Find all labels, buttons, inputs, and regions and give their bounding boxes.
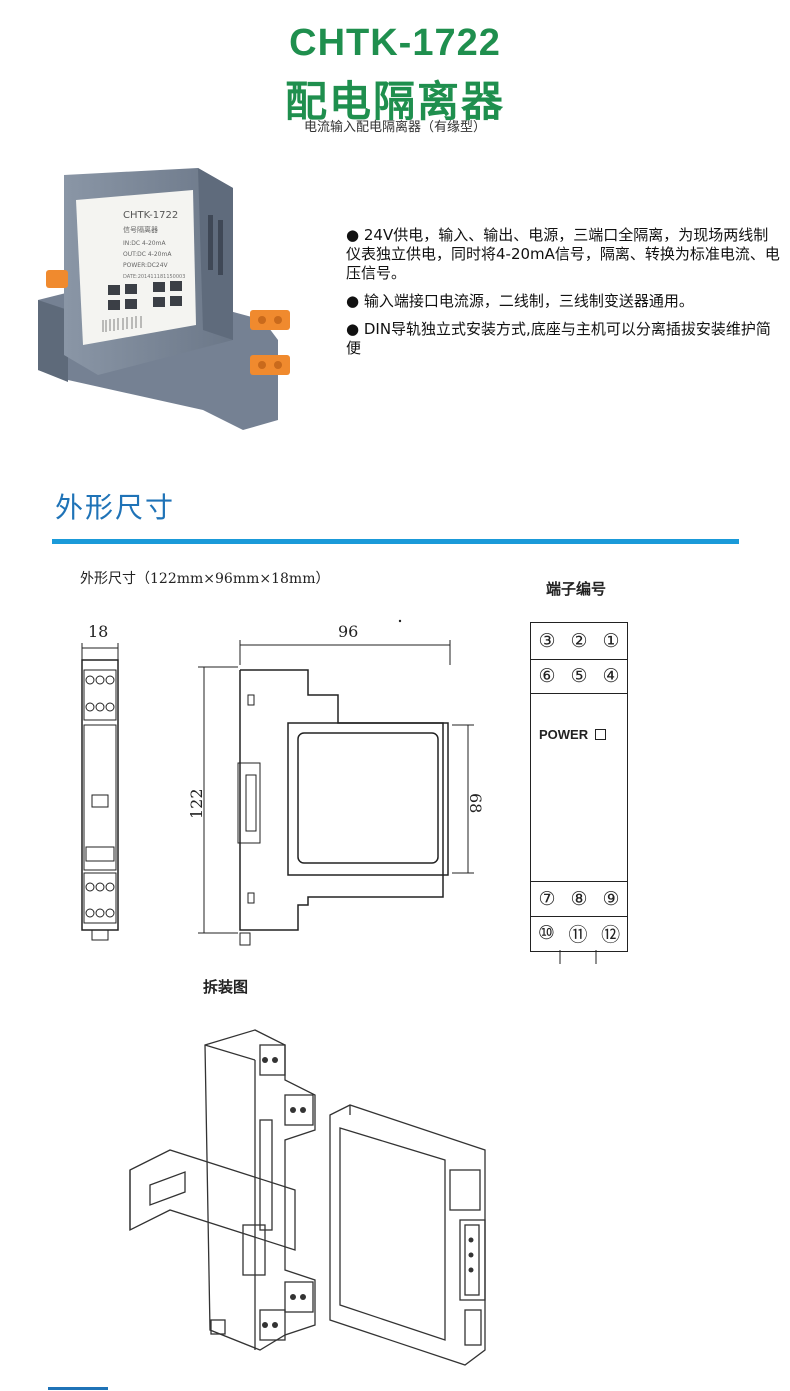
label-line2-text: IN:DC 4-20mA [123, 240, 166, 247]
front-view-drawing: 18 [81, 622, 119, 941]
feature-item: ● 24V供电，输入、输出、电源，三端口全隔离，为现场两线制仪表独立供电，同时将… [346, 226, 780, 282]
product-model-title: CHTK-1722 [289, 22, 501, 64]
dimension-height-label: 122 [187, 788, 206, 819]
label-model-text: CHTK-1722 [123, 210, 178, 221]
terminal-5: ⑤ [570, 665, 588, 687]
product-subtitle: 电流输入配电隔离器（有缘型） [303, 120, 486, 135]
next-heading-fragment [48, 1387, 108, 1390]
power-indicator: POWER [539, 727, 606, 742]
terminal-4: ④ [602, 665, 620, 687]
terminal-9: ⑨ [602, 888, 620, 910]
power-led-icon [594, 729, 606, 740]
product-name-title: 配电隔离器 [284, 77, 505, 126]
feature-list: ● 24V供电，输入、输出、电源，三端口全隔离，为现场两线制仪表独立供电，同时将… [346, 226, 782, 367]
terminal-8: ⑧ [570, 888, 588, 910]
terminal-diagram-pins [559, 950, 597, 964]
section-title: 外形尺寸 [55, 491, 176, 524]
terminal-1: ① [602, 630, 620, 652]
terminal-block-orange [46, 270, 290, 375]
terminal-row-bottom-1: ⑦ ⑧ ⑨ [531, 881, 627, 917]
label-line1-text: 信号隔离器 [123, 225, 158, 234]
feature-item: ● 输入端接口电流源，二线制，三线制变送器通用。 [346, 292, 694, 310]
terminal-7: ⑦ [538, 888, 556, 910]
terminal-12: ⑫ [601, 923, 621, 946]
terminal-3: ③ [538, 630, 556, 652]
assembly-diagram-title: 拆装图 [203, 978, 249, 996]
screw-holes [262, 1057, 474, 1328]
dimension-width-label: 18 [88, 622, 108, 641]
label-line3-text: OUT:DC 4-20mA [123, 251, 172, 258]
label-line5-text: DATE:201411181150003 [123, 274, 185, 280]
dimension-caption: 外形尺寸（122mm×96mm×18mm） [80, 571, 330, 587]
terminal-row-bottom-2: ⑩ ⑪ ⑫ [531, 915, 627, 951]
side-view-drawing: 96 122 68 [187, 619, 485, 946]
dimension-depth-label: 96 [338, 622, 358, 641]
label-line4-text: POWER:DC24V [123, 262, 169, 269]
power-label: POWER [539, 727, 589, 742]
product-photo: CHTK-1722 信号隔离器 IN:DC 4-20mA OUT:DC 4-20… [38, 168, 290, 430]
section-divider [52, 539, 739, 544]
terminal-2: ② [570, 630, 588, 652]
terminal-row-top-2: ⑥ ⑤ ④ [531, 659, 627, 694]
terminal-diagram: ③ ② ① ⑥ ⑤ ④ POWER ⑦ ⑧ ⑨ ⑩ ⑪ ⑫ [530, 622, 628, 952]
speck-dot [398, 619, 402, 623]
assembly-drawing [129, 1029, 486, 1366]
feature-item: ● DIN导轨独立式安装方式,底座与主机可以分离插拔安装维护简便 [346, 320, 771, 357]
terminal-11: ⑪ [568, 923, 588, 946]
dimension-inner-label: 68 [466, 793, 485, 813]
terminal-10: ⑩ [537, 922, 555, 944]
label-barcode [102, 316, 142, 332]
label-wiring-diagram [108, 281, 182, 310]
terminal-row-top-1: ③ ② ① [531, 623, 627, 660]
terminal-6: ⑥ [538, 665, 556, 687]
terminal-numbering-title: 端子编号 [546, 580, 607, 598]
next-section-heading-cut [48, 1383, 138, 1391]
